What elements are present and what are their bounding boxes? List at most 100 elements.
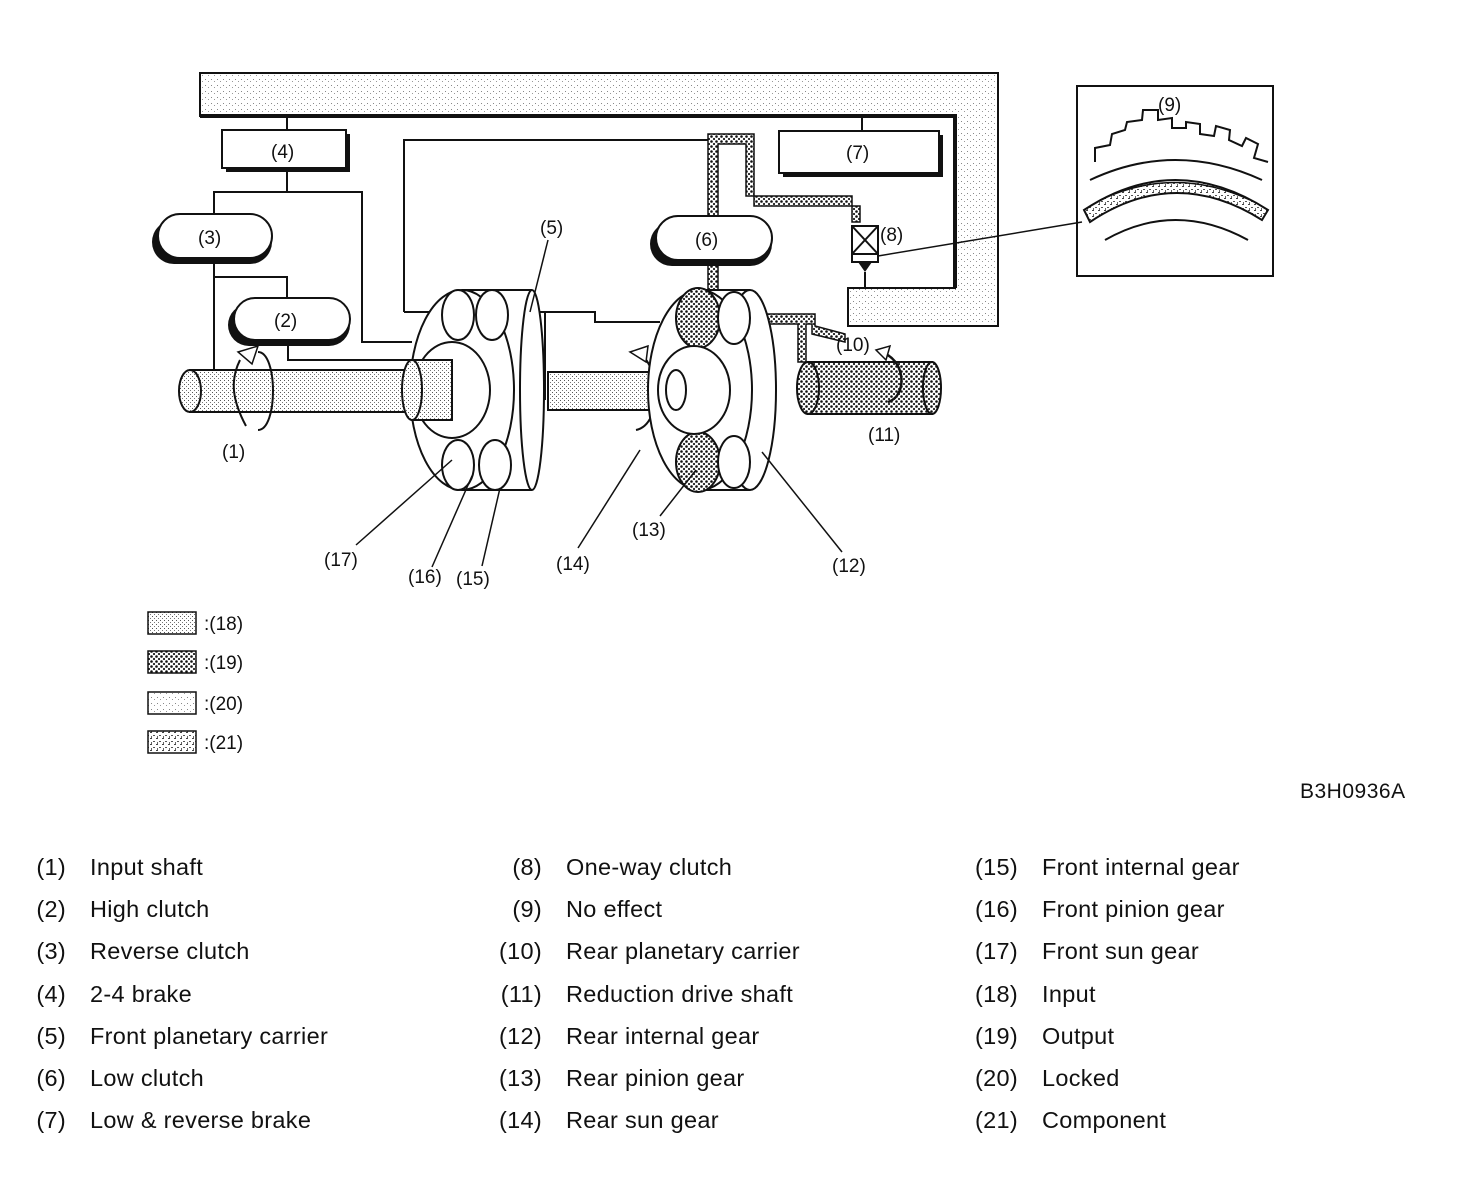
low-clutch-pill — [650, 215, 773, 266]
item-text: Component — [1042, 1107, 1167, 1134]
item-text: Reduction drive shaft — [566, 980, 794, 1007]
parts-legend: (1)Input shaft (2) High clutch (3) Reverse… — [0, 846, 1472, 1146]
item-text: Low clutch — [90, 1065, 205, 1092]
item-number: (13) — [499, 1065, 542, 1092]
item-text: Rear internal gear — [566, 1022, 760, 1049]
callout-16: (16) — [408, 567, 442, 588]
list-item: (3) Reverse clutch — [30, 931, 328, 973]
item-text: Low & reverse brake — [90, 1107, 312, 1134]
item-text: Input shaft — [90, 853, 204, 880]
transmission-power-flow-diagram: (1) (2) (3) (4) (5) (6) (7) (8) (9) (10)… — [147, 72, 1274, 754]
list-item: (9) No effect — [494, 888, 800, 930]
callout-6: (6) — [695, 230, 718, 251]
item-number: (6) — [36, 1065, 66, 1092]
item-number: (4) — [36, 980, 66, 1007]
callout-1: (1) — [222, 442, 245, 463]
item-number: (21) — [975, 1107, 1018, 1134]
intermediate-shaft — [547, 344, 659, 431]
item-number: (9) — [512, 895, 542, 922]
callout-5: (5) — [540, 218, 563, 239]
input-shaft — [178, 344, 421, 431]
item-number: (14) — [499, 1107, 542, 1134]
figure-code: B3H0936A — [1300, 780, 1406, 803]
callout-15: (15) — [456, 569, 490, 590]
one-way-clutch — [851, 225, 879, 288]
item-text: Rear planetary carrier — [566, 938, 800, 965]
item-number: (2) — [36, 895, 66, 922]
list-item: (10) Rear planetary carrier — [494, 931, 800, 973]
list-item: (20) Locked — [970, 1057, 1240, 1099]
callout-4: (4) — [271, 142, 294, 163]
list-item: (19) Output — [970, 1015, 1240, 1057]
legend-column-3: (15) Front internal gear (16) Front pinion… — [970, 846, 1240, 1142]
item-number: (20) — [975, 1065, 1018, 1092]
reverse-clutch-pill — [152, 213, 273, 264]
high-clutch-pill — [228, 297, 351, 346]
callout-8: (8) — [880, 225, 903, 246]
item-text: Front internal gear — [1042, 853, 1240, 880]
brake-24-box — [221, 129, 350, 172]
list-item: (4) 2-4 brake — [30, 973, 328, 1015]
list-item: (1)Input shaft — [30, 846, 328, 888]
item-number: (10) — [499, 938, 542, 965]
list-item: (12) Rear internal gear — [494, 1015, 800, 1057]
item-number: (8) — [512, 853, 542, 880]
key-locked: :(20) — [204, 694, 243, 715]
key-output: :(19) — [204, 653, 243, 674]
item-number: (16) — [975, 895, 1018, 922]
item-text: 2-4 brake — [90, 980, 192, 1007]
item-text: High clutch — [90, 895, 210, 922]
leader-lines — [355, 221, 1083, 568]
list-item: (17) Front sun gear — [970, 931, 1240, 973]
item-text: Rear sun gear — [566, 1107, 719, 1134]
callout-11: (11) — [868, 425, 900, 446]
item-text: Front sun gear — [1042, 938, 1200, 965]
item-text: Output — [1042, 1022, 1115, 1049]
key-input: :(18) — [204, 614, 243, 635]
item-number: (17) — [975, 938, 1018, 965]
list-item: (13) Rear pinion gear — [494, 1057, 800, 1099]
transmission-case — [199, 72, 999, 327]
list-item: (14) Rear sun gear — [494, 1100, 800, 1142]
item-number: (7) — [36, 1107, 66, 1134]
reduction-drive-shaft — [796, 344, 942, 415]
callout-13: (13) — [632, 520, 666, 541]
item-number: (19) — [975, 1022, 1018, 1049]
list-item: (16) Front pinion gear — [970, 888, 1240, 930]
list-item: (18) Input — [970, 973, 1240, 1015]
callout-17: (17) — [324, 550, 358, 571]
item-text: Rear pinion gear — [566, 1065, 745, 1092]
rear-planetary-set — [647, 287, 777, 493]
item-number: (11) — [500, 980, 542, 1007]
item-text: Reverse clutch — [90, 938, 250, 965]
callout-2: (2) — [274, 311, 297, 332]
callout-7: (7) — [846, 143, 869, 164]
item-text: Front pinion gear — [1042, 895, 1225, 922]
pattern-key: :(18) :(19) :(20) :(21) — [147, 611, 243, 754]
callout-12: (12) — [832, 556, 866, 577]
item-number: (3) — [36, 938, 66, 965]
list-item: (21) Component — [970, 1100, 1240, 1142]
list-item: (6) Low clutch — [30, 1057, 328, 1099]
list-item: (15) Front internal gear — [970, 846, 1240, 888]
item-number: (18) — [975, 980, 1018, 1007]
list-item: (2) High clutch — [30, 888, 328, 930]
callout-10: (10) — [836, 335, 870, 356]
item-text: No effect — [566, 895, 663, 922]
item-text: Front planetary carrier — [90, 1022, 329, 1049]
key-component: :(21) — [204, 733, 243, 754]
front-planetary-set — [401, 289, 545, 491]
item-text: Locked — [1042, 1065, 1120, 1092]
low-reverse-brake-box — [778, 130, 943, 177]
callout-9: (9) — [1158, 95, 1181, 116]
list-item: (11) Reduction drive shaft — [494, 973, 800, 1015]
callout-3: (3) — [198, 228, 221, 249]
list-item: (5)Front planetary carrier — [30, 1015, 328, 1057]
list-item: (8)One-way clutch — [494, 846, 800, 888]
list-item: (7) Low & reverse brake — [30, 1100, 328, 1142]
callout-labels: (1) (2) (3) (4) (5) (6) (7) (8) (9) (10)… — [198, 95, 1181, 590]
callout-14: (14) — [556, 554, 590, 575]
item-number: (15) — [975, 853, 1018, 880]
item-text: Input — [1042, 980, 1096, 1007]
item-number: (12) — [499, 1022, 542, 1049]
